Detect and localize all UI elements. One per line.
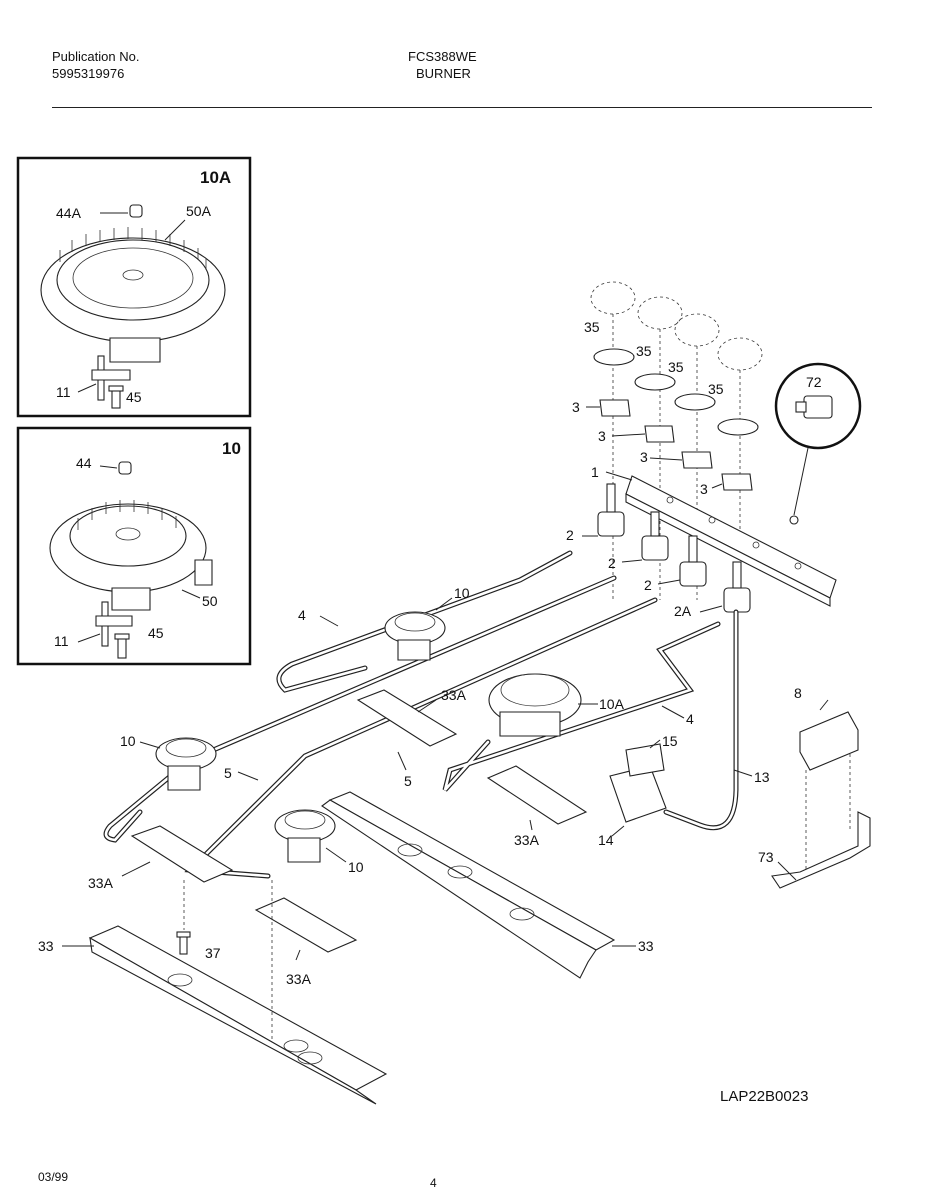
inset-10A-label-50A: 50A <box>186 203 212 219</box>
callout-33-b: 33 <box>638 938 654 954</box>
burner-rail-left <box>62 925 388 1105</box>
callout-2-a: 2 <box>566 527 574 543</box>
callout-3-c: 3 <box>640 449 648 465</box>
inset-10A-label-45: 45 <box>126 389 142 405</box>
callout-5-a: 5 <box>224 765 232 781</box>
burner-rail-right <box>321 791 636 979</box>
tube-brackets <box>121 689 588 961</box>
burner-valves <box>582 483 751 613</box>
burner-10-top <box>384 597 453 661</box>
callout-15: 15 <box>662 733 678 749</box>
callout-72: 72 <box>806 374 822 390</box>
screw-37 <box>176 880 273 1040</box>
header-rule <box>52 107 872 108</box>
inset-10A: 10A 44A 50A 11 45 <box>16 156 252 418</box>
callout-73: 73 <box>758 849 774 865</box>
callout-2-c: 2 <box>644 577 652 593</box>
callout-10-b: 10 <box>120 733 136 749</box>
gas-tubes <box>103 550 739 879</box>
inset-10A-label-44A: 44A <box>56 205 82 221</box>
callout-33A-d: 33A <box>286 971 312 987</box>
inset-10A-label-11: 11 <box>56 384 71 400</box>
callout-33A-a: 33A <box>441 687 467 703</box>
callout-14: 14 <box>598 832 614 848</box>
model-number: FCS388WE <box>408 49 477 64</box>
callout-5-b: 5 <box>404 773 412 789</box>
inset-10: 10 44 50 11 45 <box>16 426 252 666</box>
callout-10-a: 10 <box>454 585 470 601</box>
burner-10-left <box>139 737 217 791</box>
callout-3-b: 3 <box>598 428 606 444</box>
callout-8: 8 <box>794 685 802 701</box>
callout-4-b: 4 <box>686 711 694 727</box>
page-number: 4 <box>430 1176 437 1190</box>
screw-72-detail <box>774 362 862 525</box>
callout-3-a: 3 <box>572 399 580 415</box>
publication-number: 5995319976 <box>52 66 125 81</box>
inset-10-label-45: 45 <box>148 625 164 641</box>
publication-block: Publication No. 5995319976 <box>52 48 139 82</box>
callout-1: 1 <box>591 464 599 480</box>
footer-date: 03/99 <box>38 1170 69 1184</box>
callout-10A: 10A <box>599 696 625 712</box>
knob-bezels <box>593 348 759 436</box>
inset-10-label-50: 50 <box>202 593 218 609</box>
section-title: BURNER <box>416 66 471 81</box>
gas-manifold <box>605 471 837 607</box>
callout-35-a: 35 <box>584 319 600 335</box>
drawing-code: LAP22B0023 <box>720 1088 809 1105</box>
callout-2A: 2A <box>674 603 692 619</box>
burner-10A-center <box>488 673 598 737</box>
callout-2-b: 2 <box>608 555 616 571</box>
callout-33-a: 33 <box>38 938 54 954</box>
callout-13: 13 <box>754 769 770 785</box>
inset-10-title: 10 <box>222 439 241 458</box>
burner-10-bottom <box>274 809 347 863</box>
inset-10A-title: 10A <box>200 168 231 187</box>
callout-4-a: 4 <box>298 607 306 623</box>
callout-37: 37 <box>205 945 221 961</box>
ignition-switches <box>586 399 753 491</box>
callout-3-d: 3 <box>700 481 708 497</box>
callout-35-c: 35 <box>668 359 684 375</box>
inset-10-label-11: 11 <box>54 633 69 649</box>
publication-label: Publication No. <box>52 49 140 64</box>
pressure-regulator <box>609 739 667 837</box>
spark-module <box>799 699 859 870</box>
callout-10-c: 10 <box>348 859 364 875</box>
callout-33A-b: 33A <box>514 832 540 848</box>
callout-33A-c: 33A <box>88 875 114 891</box>
model-block: FCS388WE BURNER <box>408 48 477 82</box>
inset-10-label-44: 44 <box>76 455 92 471</box>
callout-35-d: 35 <box>708 381 724 397</box>
callout-35-b: 35 <box>636 343 652 359</box>
module-bracket <box>771 811 871 889</box>
